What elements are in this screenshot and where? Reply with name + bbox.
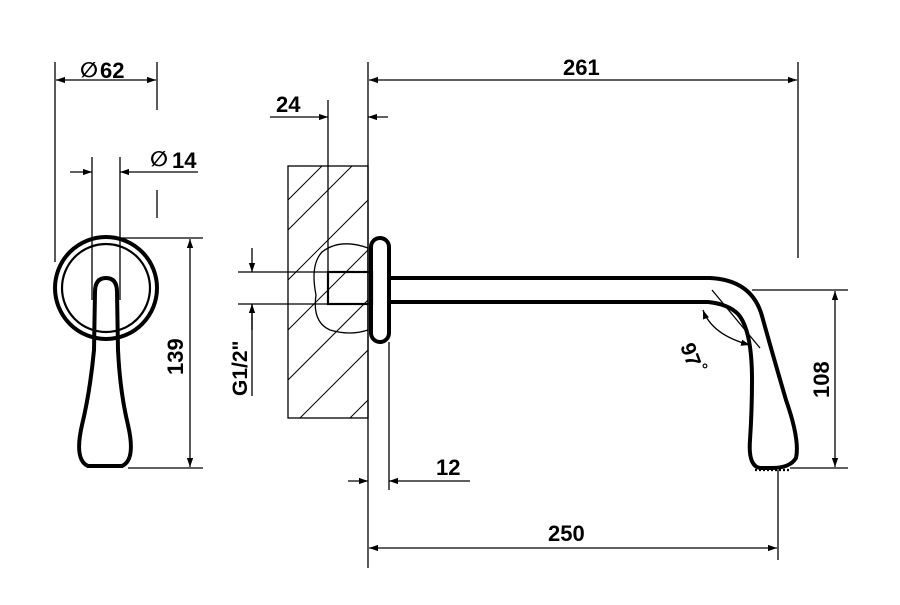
front-view: ∅ 62 ∅ 14 139 (53, 58, 203, 469)
angle-arc (702, 309, 751, 346)
dim-label-total-length: 261 (563, 55, 600, 80)
dim-label-spout-drop: 108 (809, 361, 834, 398)
wall-hatching (288, 166, 368, 418)
dim-label-front-height: 139 (163, 338, 188, 375)
wall-flange (369, 236, 391, 344)
rosette-outer (53, 235, 159, 341)
diameter-symbol-14: ∅ (150, 148, 168, 171)
rosette-inner (60, 242, 152, 334)
front-spout (77, 276, 133, 468)
degree-symbol: ° (692, 361, 710, 373)
side-view: 24 261 G1/2" 12 250 108 97 ° (229, 55, 848, 568)
dim-label-flange-thickness: 12 (436, 455, 460, 480)
wall-connector (326, 270, 374, 306)
dim-label-spout-diameter: 14 (172, 148, 197, 173)
dim-label-wall-depth: 24 (276, 92, 301, 117)
angle-label-group: 97 ° (675, 340, 710, 373)
side-spout (387, 276, 799, 470)
dim-label-projection: 250 (548, 521, 585, 546)
wall-cavity (313, 243, 369, 334)
dim-label-thread: G1/2" (229, 341, 252, 396)
dim-label-outer-diameter: 62 (100, 58, 124, 83)
diameter-symbol-62: ∅ (80, 59, 98, 82)
